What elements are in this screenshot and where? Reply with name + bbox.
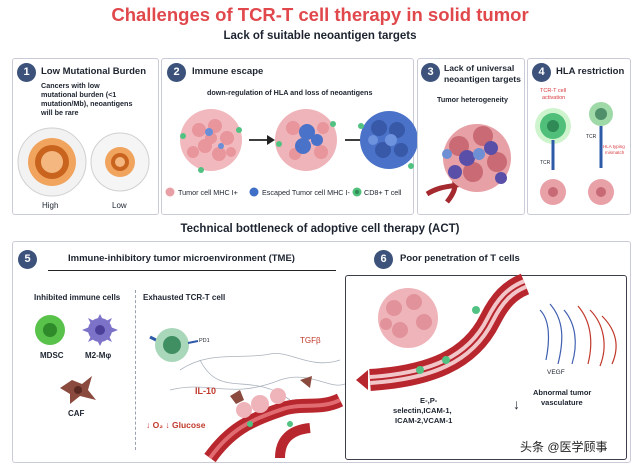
label-vegf: VEGF: [547, 369, 565, 376]
label-o2-glucose: ↓ O₂ ↓ Glucose: [146, 420, 206, 430]
label-activation-line2: activation: [542, 95, 566, 101]
panel4-title: HLA restriction: [556, 66, 625, 77]
exhausted-tcrt-cell: [149, 328, 199, 362]
label-m2: M2-Mφ: [85, 351, 112, 360]
section-title-neoantigen: Lack of suitable neoantigen targets: [223, 30, 417, 42]
label-low: Low: [112, 201, 127, 210]
panel1-desc-line1: Cancers with low: [41, 81, 100, 90]
legend-escaped-label: Escaped Tumor cell MHC I-: [262, 188, 350, 197]
panel-number-6: 6: [374, 250, 393, 269]
label-abnormal-line1: Abnormal tumor: [533, 388, 592, 397]
legend-tumor-label: Tumor cell MHC I+: [178, 188, 238, 197]
label-caf: CAF: [68, 409, 85, 418]
panel1-desc-line3: mutation/Mb), neoantigens: [41, 99, 133, 108]
down-arrow-glyph: ↓: [513, 396, 520, 412]
immune-escape-diagram: [180, 109, 418, 173]
label-activation-line1: TCR-T cell: [540, 88, 567, 94]
inhibited-immune-cells: [35, 314, 118, 404]
label-tgfb: TGFβ: [300, 336, 321, 345]
label-hla-line1: HLA typing: [603, 144, 625, 149]
watermark: 头条 @医学顾事: [520, 440, 608, 454]
label-il10: IL-10: [195, 386, 217, 396]
label-hla-line2: mismatch: [605, 150, 625, 155]
panel6-title: Poor penetration of T cells: [400, 253, 520, 264]
legend-tumor-icon: [165, 187, 175, 197]
label-pd1: PD1: [199, 338, 210, 344]
panel2-title: Immune escape: [192, 66, 264, 77]
tumor-heterogeneity-illustration: [425, 124, 511, 204]
label-abnormal-line2: vasculature: [541, 398, 583, 407]
panel-number-2: 2: [167, 63, 186, 82]
panel1-title: Low Mutational Burden: [41, 66, 147, 77]
label-high: High: [42, 201, 59, 210]
panel3-title-line2: neoantigen targets: [444, 74, 521, 84]
panel3-desc: Tumor heterogeneity: [437, 95, 508, 104]
panel1-desc-line2: mutational burden (<1: [41, 90, 117, 99]
panel-number-4: 4: [532, 63, 551, 82]
hla-restriction-diagram: [535, 102, 614, 205]
legend-cd8-icon: [352, 187, 362, 197]
panel-number-3: 3: [421, 63, 440, 82]
panel3-title-line1: Lack of universal: [444, 63, 515, 73]
panel-number-5: 5: [18, 250, 37, 269]
label-mdsc: MDSC: [40, 351, 64, 360]
section-title-act: Technical bottleneck of adoptive cell th…: [180, 223, 460, 235]
inhibited-cells-title: Inhibited immune cells: [34, 293, 121, 302]
label-selectin-line1: E-,P-: [420, 396, 438, 405]
panel1-desc-line4: will be rare: [41, 108, 79, 117]
label-tcr-right: TCR: [586, 134, 597, 140]
mutation-burden-circles: [17, 127, 150, 197]
poor-penetration-illustration: [356, 273, 617, 391]
panel5-title: Immune-inhibitory tumor microenvironment…: [68, 253, 295, 264]
label-selectin-line2: selectin,ICAM-1,: [393, 406, 452, 415]
label-tcr-left: TCR: [540, 160, 551, 166]
exhausted-cell-title: Exhausted TCR-T cell: [143, 293, 226, 302]
legend-escaped-icon: [249, 187, 259, 197]
label-selectin-line3: ICAM-2,VCAM-1: [395, 416, 453, 425]
panel5-title-underline: [48, 270, 336, 271]
legend-cd8-label: CD8+ T cell: [364, 188, 402, 197]
tme-vessel-illustration: [169, 353, 346, 463]
panel-number-1: 1: [17, 63, 36, 82]
panel5-divider: [135, 290, 136, 450]
panel2-desc: down-regulation of HLA and loss of neoan…: [207, 88, 373, 97]
main-title: Challenges of TCR-T cell therapy in soli…: [111, 4, 529, 25]
